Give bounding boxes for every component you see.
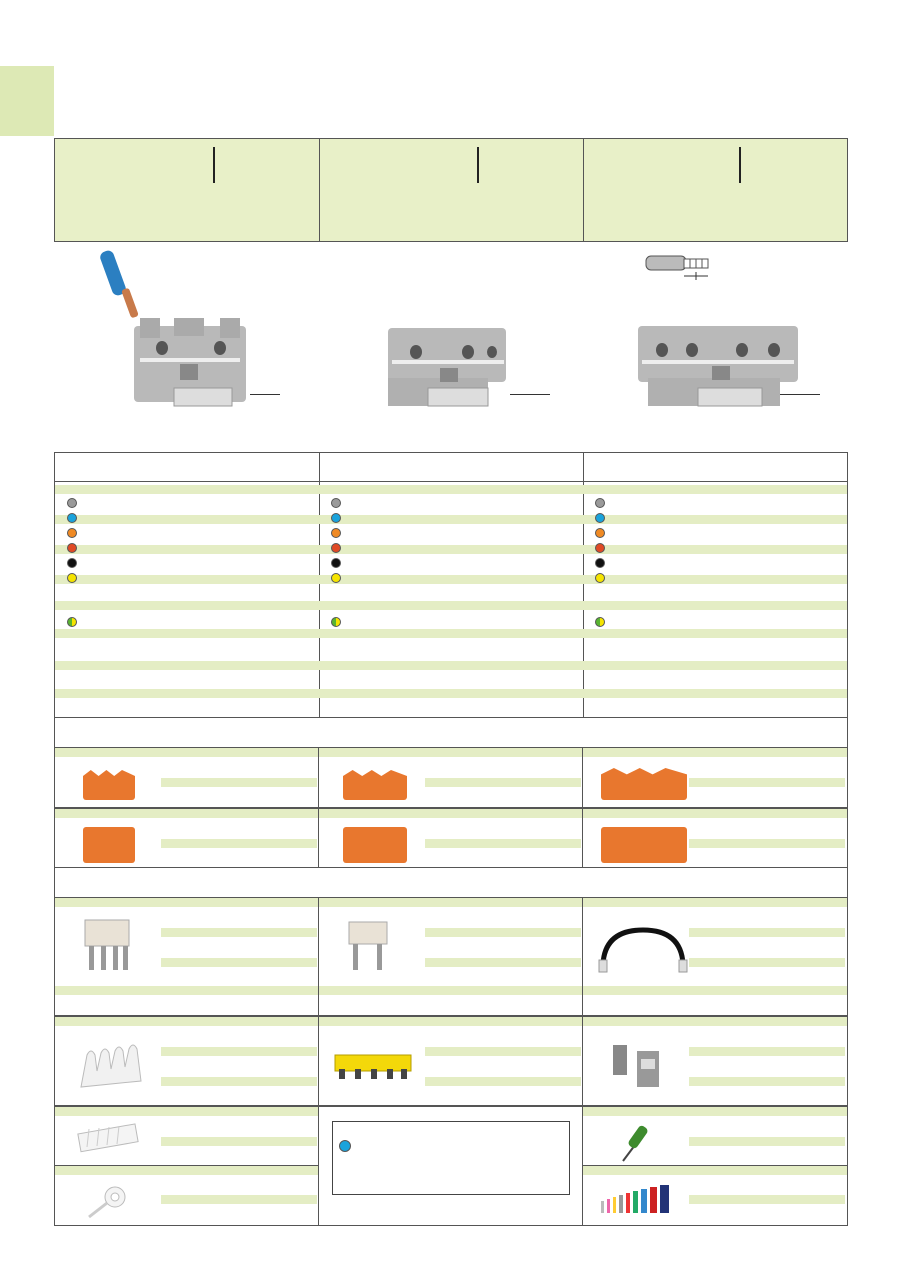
screwdriver-icon [622, 1125, 648, 1162]
orange-dot [67, 528, 77, 538]
header-col-1 [55, 139, 320, 241]
orange-dot [595, 528, 605, 538]
header-band [54, 138, 848, 242]
end-plate-icon [601, 827, 687, 863]
jumper-comb-icon [84, 919, 130, 970]
orange-dot [331, 528, 341, 538]
jumper-bridge-icon [348, 921, 388, 970]
chapter-tab [0, 66, 54, 136]
marker-comb-icon [80, 1044, 142, 1088]
end-plate-cell [583, 809, 847, 867]
grey-dot [67, 498, 77, 508]
end-plate-icon [83, 770, 135, 800]
leader-line [510, 394, 550, 395]
ground-dot [595, 617, 605, 627]
jumper-cell [319, 898, 583, 1015]
yellow-dot [331, 573, 341, 583]
jumper-wire-icon [598, 927, 688, 973]
leader-line [780, 394, 820, 395]
table-row [55, 515, 847, 524]
product-photo-row [54, 244, 848, 444]
black-dot [595, 558, 605, 568]
end-plate-icon [343, 770, 407, 800]
header-marker [477, 147, 479, 183]
ground-dot [331, 617, 341, 627]
end-plate-row [54, 808, 848, 868]
table-row [55, 629, 847, 638]
ferrule-gauge-icon [645, 255, 709, 280]
red-dot [67, 543, 77, 553]
end-plate-cell [55, 748, 319, 807]
black-dot [67, 558, 77, 568]
header-col-3 [583, 139, 847, 241]
end-plate-row [54, 748, 848, 808]
table-row [55, 601, 847, 610]
table-row [55, 575, 847, 584]
marker-row [54, 1016, 848, 1106]
end-plate-cell [55, 809, 319, 867]
leader-line [250, 394, 280, 395]
grey-dot [331, 498, 341, 508]
tools-cell-left [55, 1107, 319, 1225]
red-dot [595, 543, 605, 553]
jumper-cell [55, 898, 319, 1015]
black-dot [331, 558, 341, 568]
end-plate-cell [583, 748, 847, 807]
table-row [55, 689, 847, 698]
table-row [55, 661, 847, 670]
yellow-marker-icon [334, 1054, 412, 1079]
marker-strip-icon [77, 1123, 139, 1153]
table-col-2 [319, 453, 584, 717]
ferrules-icon [601, 1185, 669, 1213]
marker-cell [55, 1017, 319, 1105]
yellow-dot [67, 573, 77, 583]
end-plate-icon [601, 768, 687, 800]
table-col-1 [55, 453, 320, 717]
header-marker [213, 147, 215, 183]
blue-dot [67, 513, 77, 523]
terminal-block-icon [638, 326, 798, 407]
end-stop-icon [613, 1045, 659, 1087]
yellow-dot [595, 573, 605, 583]
terminal-block-icon [134, 318, 246, 407]
jumper-row [54, 898, 848, 1016]
marker-roll-icon [88, 1186, 126, 1219]
blue-dot [595, 513, 605, 523]
tools-cell-right [583, 1107, 847, 1225]
accessories-section-title [54, 718, 848, 748]
grey-dot [595, 498, 605, 508]
table-row [55, 485, 847, 494]
blue-dot [331, 513, 341, 523]
ground-dot [67, 617, 77, 627]
info-dot-icon [339, 1140, 351, 1152]
end-plate-cell [319, 809, 583, 867]
note-cell [319, 1107, 583, 1225]
end-plate-icon [343, 827, 407, 863]
end-plate-icon [83, 827, 135, 863]
table-row [55, 545, 847, 554]
table-header-divider [55, 481, 847, 482]
variant-table [54, 452, 848, 718]
terminal-block-icon [388, 328, 506, 407]
header-marker [739, 147, 741, 183]
marker-cell [583, 1017, 847, 1105]
marker-cell [319, 1017, 583, 1105]
red-dot [331, 543, 341, 553]
info-note-box [332, 1121, 570, 1195]
jumper-cell [583, 898, 847, 1015]
header-col-2 [319, 139, 584, 241]
tools-row [54, 1106, 848, 1226]
jumper-section-title [54, 868, 848, 898]
end-plate-cell [319, 748, 583, 807]
